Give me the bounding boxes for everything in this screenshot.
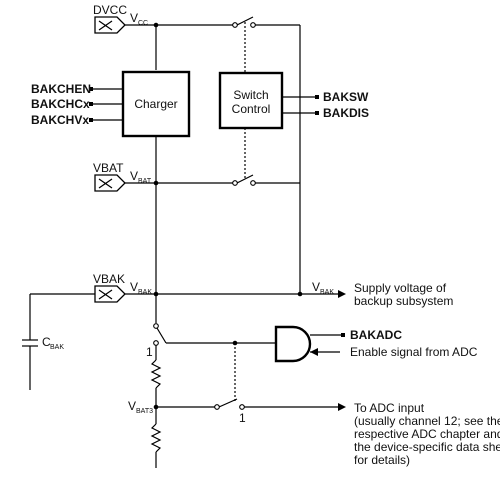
vbat3-sub: BAT3 <box>136 408 153 415</box>
switch-pos-1a: 1 <box>146 345 153 359</box>
vbat-pad <box>94 174 126 192</box>
dvcc-label: DVCC <box>93 3 127 17</box>
vbak-node-label: V <box>130 280 138 294</box>
vbat-switch <box>232 128 256 186</box>
cbak-label: C <box>42 335 51 349</box>
and-gate <box>274 325 345 363</box>
vbak-right-label: V <box>312 280 320 294</box>
adc-note-2: (usually channel 12; see the <box>354 414 500 428</box>
vbak-rail <box>30 290 346 298</box>
vbak-label: VBAK <box>93 272 125 286</box>
vbak-pad <box>94 285 126 303</box>
charger-inputs <box>89 87 123 122</box>
adc-note-5: for details) <box>354 453 410 467</box>
cbak-sub: BAK <box>50 344 64 351</box>
supply-note-2: backup subsystem <box>354 294 453 308</box>
dvcc-pad <box>94 16 126 34</box>
switch-label-2: Control <box>232 102 271 116</box>
vbat-rail <box>125 180 300 186</box>
vbak-right-sub: BAK <box>320 289 334 296</box>
vcc-node-sub: CC <box>138 20 148 27</box>
vbat-node-sub: BAT <box>138 178 152 185</box>
switch-label-1: Switch <box>233 88 268 102</box>
divider-switch <box>153 294 275 346</box>
bakdis-label: BAKDIS <box>323 106 369 120</box>
switch-pos-1b: 1 <box>239 411 246 425</box>
adc-note-4: the device-specific data sheet <box>354 440 500 454</box>
bakchen-label: BAKCHEN <box>31 82 91 96</box>
bakadc-label: BAKADC <box>350 328 402 342</box>
adc-path <box>156 343 346 411</box>
baksw-label: BAKSW <box>323 90 369 104</box>
vbat-node-label: V <box>130 169 138 183</box>
charger-label: Charger <box>134 97 177 111</box>
adc-note-1: To ADC input <box>354 401 425 415</box>
vcc-rail <box>125 22 300 70</box>
switch-control-block <box>218 71 284 130</box>
vcc-switch <box>232 16 256 73</box>
enable-adc-label: Enable signal from ADC <box>350 345 478 359</box>
switch-control-outputs <box>282 95 319 115</box>
bakchcx-label: BAKCHCx <box>31 97 90 111</box>
bakchvx-label: BAKCHVx <box>31 113 89 127</box>
vbak-node-sub: BAK <box>138 289 152 296</box>
vbat3-label: V <box>128 399 136 413</box>
divider-resistors <box>150 345 162 468</box>
vbat-label: VBAT <box>93 161 124 175</box>
supply-note-1: Supply voltage of <box>354 281 447 295</box>
adc-note-3: respective ADC chapter and <box>354 427 500 441</box>
cbak-capacitor <box>22 294 38 390</box>
vcc-node-label: V <box>130 11 138 25</box>
